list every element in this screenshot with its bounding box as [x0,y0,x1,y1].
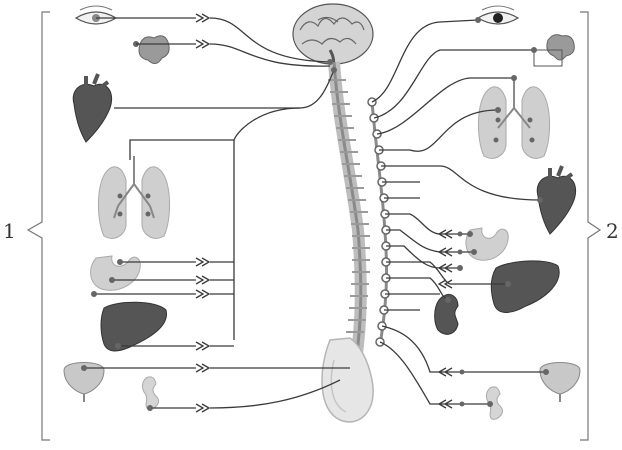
right-nerve-paths [372,20,546,404]
salivary-gland-icon [133,36,169,64]
liver-icon [101,302,167,351]
liver-icon-right [491,261,559,313]
eye-icon-right [478,6,518,24]
intestine-icon [142,377,158,409]
lungs-icon-right [478,80,549,158]
lungs-icon [98,156,169,238]
left-bracket [28,12,50,440]
salivary-gland-icon-right [534,35,574,66]
right-bracket [580,12,600,440]
sympathetic-chain [368,98,390,346]
eye-icon [76,6,116,24]
left-synapse-markers [196,14,209,412]
bladder-icon-right [540,363,580,403]
heart-icon [73,74,111,142]
stomach-icon [91,256,141,290]
right-end-dots [445,17,549,407]
